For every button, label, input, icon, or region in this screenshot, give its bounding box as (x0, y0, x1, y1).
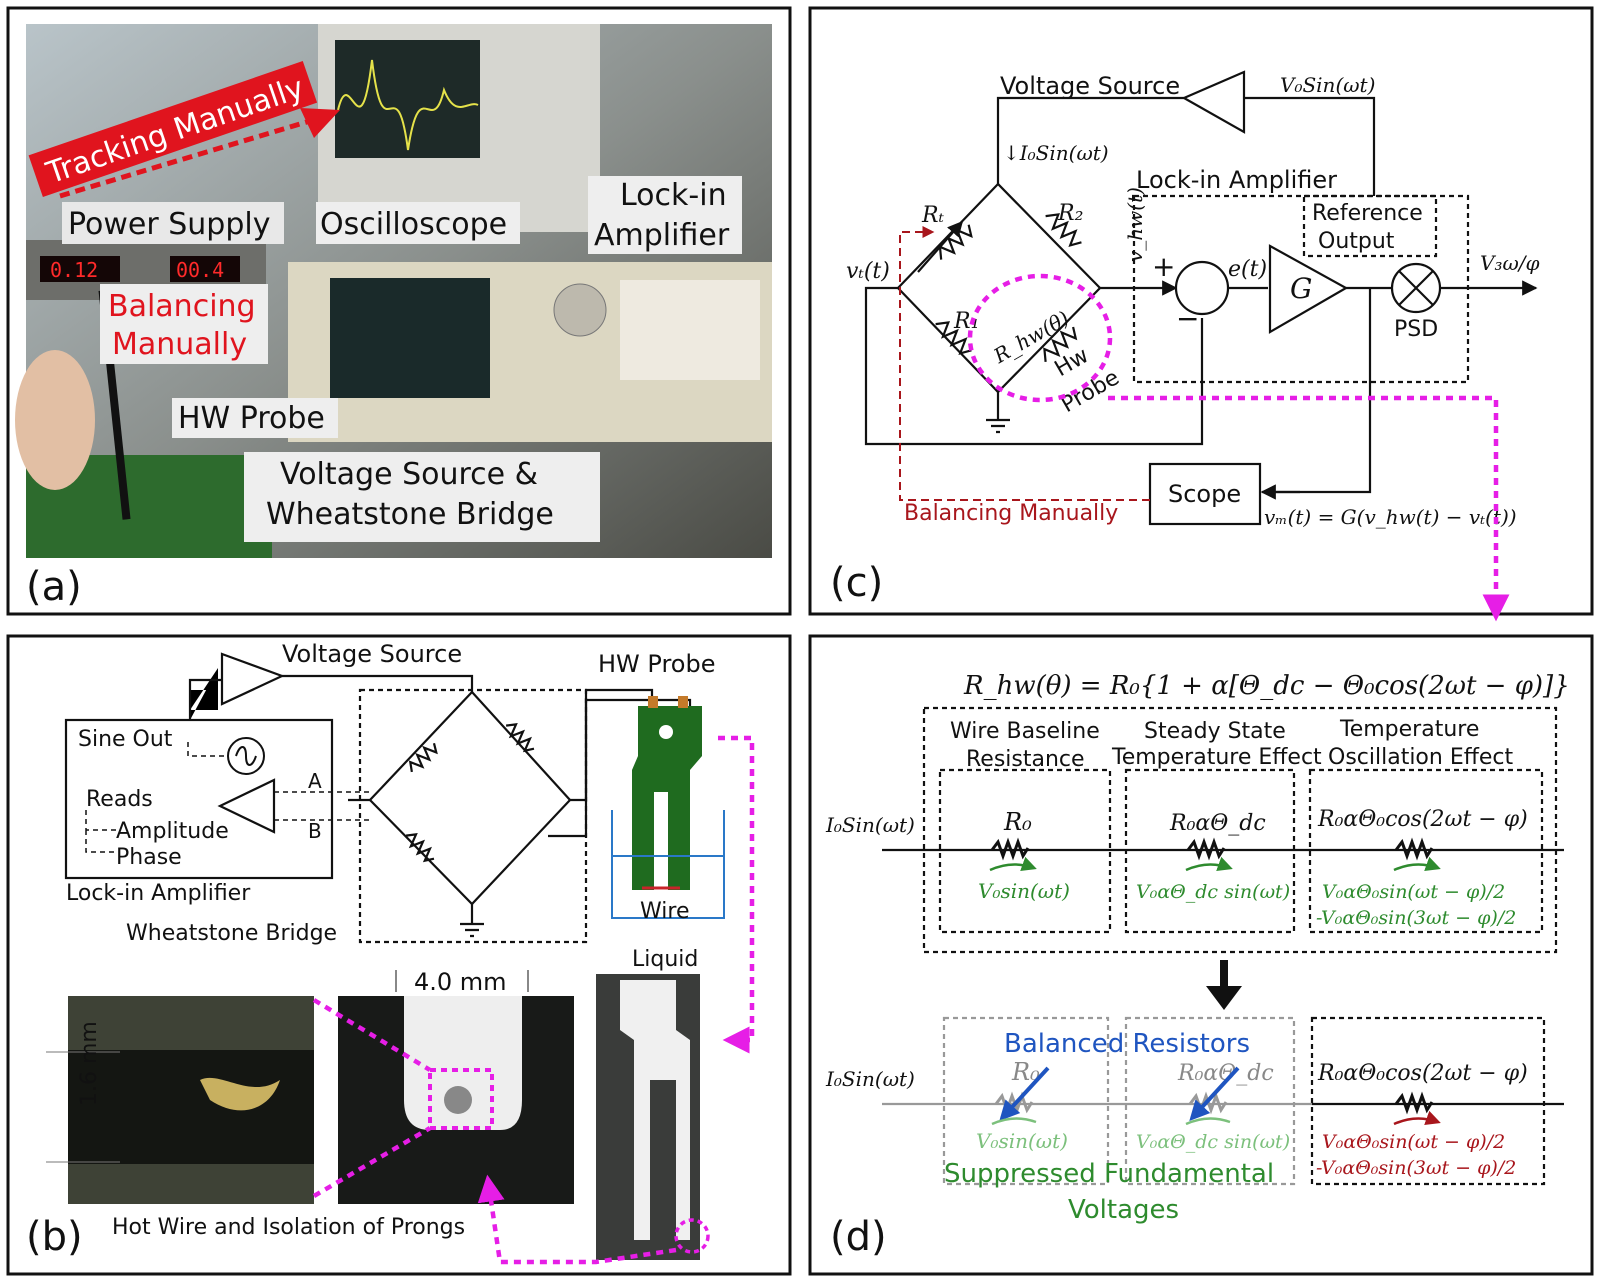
b-b: B (308, 819, 322, 843)
oscilloscope-screen (335, 40, 480, 158)
c-v0sin: V₀Sin(ωt) (1280, 73, 1375, 97)
voltage-source-label-1: Voltage Source & (280, 457, 538, 492)
c-et: e(t) (1228, 257, 1267, 282)
c-minus: − (1176, 302, 1199, 335)
d-i0sin-1: I₀Sin(ωt) (825, 813, 915, 837)
lockin-label-2: Amplifier (594, 218, 730, 253)
c-psd: PSD (1394, 317, 1438, 342)
b-amplitude: Amplitude (116, 819, 229, 844)
hand (15, 350, 95, 490)
d-v0adc: V₀αΘ_dc sin(ωt) (1136, 881, 1290, 903)
d-v3b: -V₀αΘ₀sin(3ωt − φ)/2 (1316, 907, 1516, 929)
b-wheatstone: Wheatstone Bridge (126, 921, 337, 946)
d-v3a: V₀αΘ₀sin(ωt − φ)/2 (1322, 881, 1505, 903)
d-r0acos-2: R₀αΘ₀cos(2ωt − φ) (1317, 1061, 1528, 1086)
b-voltage-source: Voltage Source (282, 640, 462, 668)
d-col1-2: Resistance (966, 747, 1085, 772)
c-lockin: Lock-in Amplifier (1136, 166, 1337, 194)
hw-probe-label: HW Probe (178, 401, 325, 436)
b-wire: Wire (640, 899, 689, 924)
b-liquid: Liquid (632, 947, 698, 972)
d-balanced: Balanced Resistors (1004, 1029, 1250, 1059)
panel-a: 0.12 00.4 Tracking Manually Power Supply… (6, 6, 792, 616)
panel-d: R_hw(θ) = R₀{1 + α[Θ_dc − Θ₀cos(2ωt − φ)… (808, 634, 1594, 1276)
scope-box (1148, 462, 1262, 526)
panel-a-letter: (a) (26, 564, 82, 610)
d-equation: R_hw(θ) = R₀{1 + α[Θ_dc − Θ₀cos(2ωt − φ)… (963, 671, 1570, 701)
c-ref2: Output (1318, 229, 1395, 254)
b-phase: Phase (116, 845, 182, 870)
reference-box (1302, 194, 1438, 258)
d-v3b-2: -V₀αΘ₀sin(3ωt − φ)/2 (1316, 1157, 1516, 1179)
panel-b-letter: (b) (26, 1214, 83, 1260)
c-rt: Rₜ (921, 203, 945, 228)
c-r2: R₂ (1057, 201, 1083, 226)
c-vt: vₜ(t) (846, 259, 890, 284)
c-scope: Scope (1168, 480, 1241, 508)
c-ref1: Reference (1312, 201, 1423, 226)
c-plus: + (1152, 250, 1175, 283)
c-r1: R₁ (953, 309, 979, 334)
panel-c: Voltage Source V₀Sin(ωt) ↓I₀Sin(ωt) Rₜ R… (808, 6, 1594, 622)
balancing-label-2: Manually (112, 327, 247, 362)
b-sine-out: Sine Out (78, 727, 173, 752)
d-r0acos: R₀αΘ₀cos(2ωt − φ) (1317, 807, 1528, 832)
gain-amp (1268, 244, 1349, 334)
readout-right: 00.4 (176, 258, 224, 282)
c-g: G (1290, 272, 1312, 305)
d-voltages: Voltages (1068, 1195, 1179, 1225)
d-col3-2: Oscillation Effect (1328, 745, 1514, 770)
probe-highlight (967, 273, 1113, 403)
power-supply-label: Power Supply (68, 207, 270, 242)
d-suppressed: Suppressed Fundamental (944, 1159, 1274, 1189)
panel-b: Voltage Source Sine Out Reads Amplitude … (6, 634, 792, 1276)
b-caption: Hot Wire and Isolation of Prongs (112, 1215, 465, 1240)
d-col2-1: Steady State (1144, 719, 1286, 744)
d-col2-2: Temperature Effect (1111, 745, 1322, 770)
b-a: A (308, 769, 322, 793)
c-balancing: Balancing Manually (904, 501, 1118, 526)
b-dim-width: 4.0 mm (414, 968, 507, 996)
c-i0sin: ↓I₀Sin(ωt) (1003, 141, 1109, 165)
d-i0sin-2: I₀Sin(ωt) (825, 1067, 915, 1091)
lockin-label-1: Lock-in (620, 178, 727, 213)
d-r0adc: R₀αΘ_dc (1169, 811, 1266, 836)
oscilloscope-label: Oscilloscope (320, 207, 507, 242)
voltage-source-label-2: Wheatstone Bridge (266, 497, 554, 532)
b-amp-read (217, 778, 276, 834)
b-dim-height: 1.6 mm (77, 1021, 102, 1106)
d-v0sin-2: V₀sin(ωt) (976, 1129, 1068, 1153)
c-v3w: V₃ω/φ (1480, 251, 1540, 275)
balancing-path (899, 226, 1150, 501)
beaker (611, 810, 725, 919)
d-col1-1: Wire Baseline (950, 719, 1100, 744)
d-r0: R₀ (1003, 808, 1032, 836)
lockin-screen (330, 278, 490, 398)
d-v0sin: V₀sin(ωt) (978, 879, 1070, 903)
d-upper-box (922, 706, 1558, 954)
d-v3a-2: V₀αΘ₀sin(ωt − φ)/2 (1322, 1131, 1505, 1153)
balancing-label-1: Balancing (108, 289, 256, 324)
d-col3-1: Temperature (1339, 717, 1479, 742)
panel-d-letter: (d) (830, 1214, 887, 1260)
c-vm: vₘ(t) = G(v_hw(t) − vₜ(t)) (1264, 505, 1517, 529)
voltage-source-amp (1181, 70, 1246, 134)
tracking-arrow (59, 115, 321, 199)
c-voltage-source: Voltage Source (1000, 72, 1180, 100)
readout-left: 0.12 (50, 258, 98, 282)
panel-c-letter: (c) (830, 560, 883, 606)
b-reads: Reads (86, 787, 153, 812)
b-lockin: Lock-in Amplifier (66, 881, 251, 906)
b-hw-probe: HW Probe (598, 650, 715, 678)
probe-pcb (632, 706, 702, 890)
d-v0adc-2: V₀αΘ_dc sin(ωt) (1136, 1131, 1290, 1153)
